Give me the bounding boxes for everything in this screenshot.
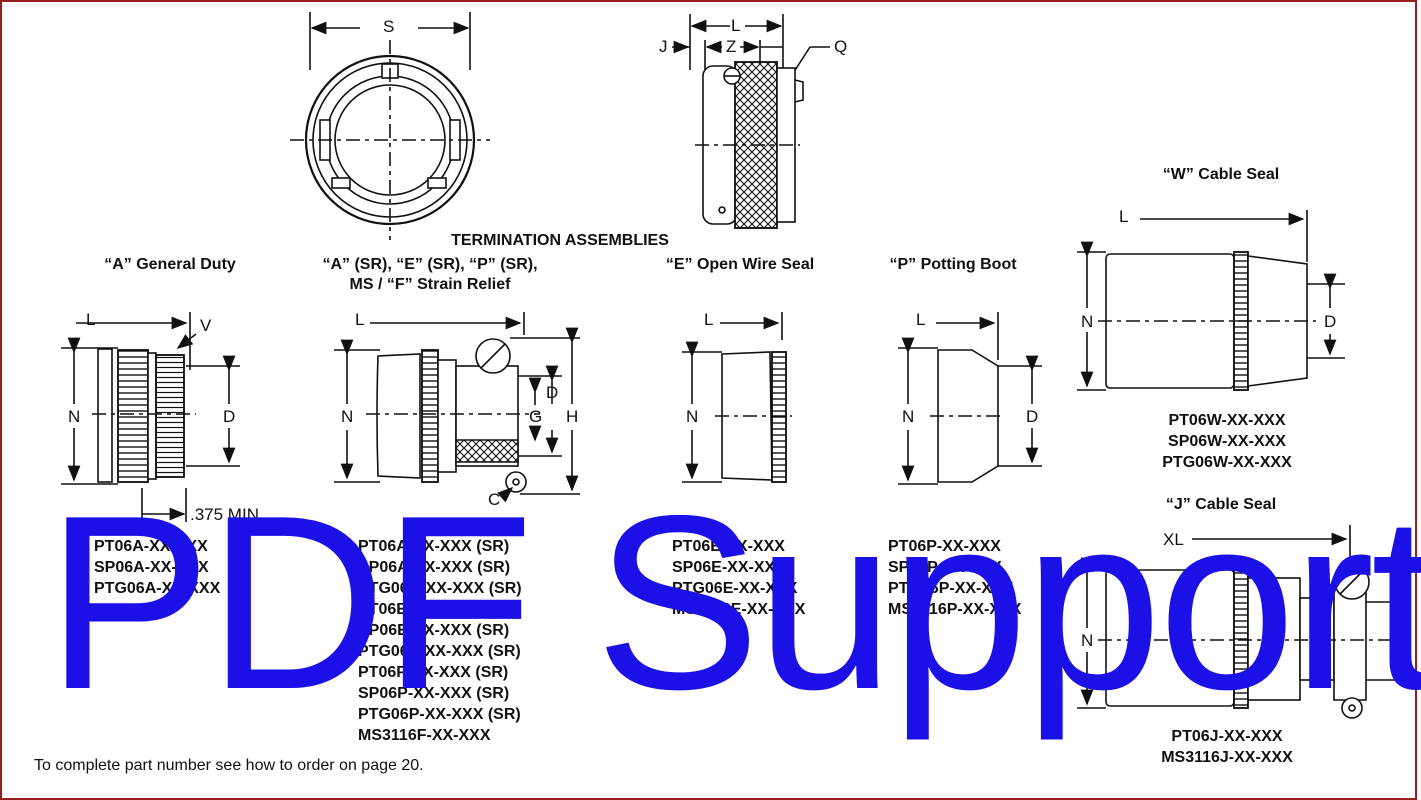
ows-dim-l: L (704, 310, 714, 329)
gd-dim-d: D (223, 407, 236, 426)
part-number: PTG06A-XX-XXX (94, 580, 221, 597)
j-dim-n: N (1081, 631, 1094, 650)
part-number: PTG06W-XX-XXX (1162, 454, 1292, 471)
gd-dim-v: V (200, 316, 212, 335)
general-duty-drawing (61, 312, 240, 522)
part-number: PTG06P-XX-XXX (888, 580, 1014, 597)
strain-relief-part-list: PT06A-XX-XXX (SR) SP06A-XX-XXX (SR) PTG0… (358, 536, 522, 746)
dim-l-label: L (731, 16, 741, 35)
sr-dim-d: D (546, 383, 559, 402)
dim-z-label: Z (726, 37, 737, 56)
connector-drawings (61, 12, 1410, 719)
part-number: PT06A-XX-XXX (94, 538, 208, 555)
part-number: SP06A-XX-XXX (SR) (358, 559, 511, 576)
front-view-drawing (290, 12, 490, 240)
part-number: SP06E-XX-XXX (SR) (358, 622, 510, 639)
w-cable-seal-part-list: PT06W-XX-XXX SP06W-XX-XXX PTG06W-XX-XXX (1152, 410, 1302, 473)
potting-boot-drawing (898, 312, 1042, 485)
part-number: MS3116F-XX-XXX (358, 727, 491, 744)
part-number: SP06E-XX-XXX (672, 559, 786, 576)
sr-dim-l: L (355, 310, 365, 329)
part-number: SP06W-XX-XXX (1168, 433, 1286, 450)
j-cable-seal-part-list: PT06J-XX-XXX MS3116J-XX-XXX (1150, 726, 1304, 768)
w-cable-seal-drawing (1077, 210, 1345, 391)
open-wire-seal-part-list: PT06E-XX-XXX SP06E-XX-XXX PTG06E-XX-XXX … (672, 536, 805, 620)
general-duty-header: “A” General Duty (104, 256, 236, 273)
j-dim-d: D (1394, 631, 1407, 650)
w-cable-seal-header: “W” Cable Seal (1162, 166, 1280, 183)
part-number: PT06A-XX-XXX (SR) (358, 538, 510, 555)
gd-dim-n: N (68, 407, 81, 426)
strain-relief-drawing (334, 312, 580, 503)
gd-dim-min: .375 MIN (190, 505, 259, 524)
part-number: SP06P-XX-XXX (SR) (358, 685, 510, 702)
gd-dim-l: L (86, 310, 96, 329)
part-number: PT06P-XX-XXX (888, 538, 1001, 555)
general-duty-part-list: PT06A-XX-XXX SP06A-XX-XXX PTG06A-XX-XXX (94, 536, 220, 599)
pb-dim-n: N (902, 407, 915, 426)
sr-dim-g: G (529, 407, 543, 426)
j-cable-seal-header: “J” Cable Seal (1165, 496, 1277, 513)
potting-boot-part-list: PT06P-XX-XXX SP06P-XX-XXX PTG06P-XX-XXX … (888, 536, 1021, 620)
part-number: PTG06A-XX-XXX (SR) (358, 580, 522, 597)
sr-dim-c: C (488, 490, 501, 509)
w-dim-d: D (1324, 312, 1337, 331)
part-number: PT06P-XX-XXX (SR) (358, 664, 509, 681)
part-number: PTG06P-XX-XXX (SR) (358, 706, 521, 723)
side-view-drawing (672, 14, 830, 229)
sr-dim-h: H (566, 407, 579, 426)
open-wire-seal-drawing (682, 312, 792, 483)
w-dim-l: L (1119, 207, 1129, 226)
part-number: MS3116P-XX-XXX (888, 601, 1022, 618)
part-number: PT06J-XX-XXX (1171, 728, 1283, 745)
dim-s-label: S (383, 17, 395, 36)
part-number: SP06A-XX-XXX (94, 559, 209, 576)
strain-relief-header-line2: MS / “F” Strain Relief (349, 276, 511, 293)
part-number: MS3116E-XX-XXX (672, 601, 806, 618)
part-number: PTG06E-XX-XXX (672, 580, 798, 597)
j-dim-xl: XL (1163, 530, 1184, 549)
j-cable-seal-drawing (1077, 525, 1410, 719)
strain-relief-header-line1: “A” (SR), “E” (SR), “P” (SR), (322, 256, 538, 273)
dim-q-label: Q (834, 37, 848, 56)
ows-dim-n: N (686, 407, 699, 426)
part-number: MS3116J-XX-XXX (1161, 749, 1293, 766)
section-title: TERMINATION ASSEMBLIES (451, 232, 669, 249)
dim-j-label: J (659, 37, 668, 56)
w-dim-n: N (1081, 312, 1094, 331)
open-wire-seal-header: “E” Open Wire Seal (665, 256, 815, 273)
potting-boot-header: “P” Potting Boot (889, 256, 1017, 273)
part-number: SP06P-XX-XXX (888, 559, 1002, 576)
pb-dim-d: D (1026, 407, 1039, 426)
sr-dim-n: N (341, 407, 354, 426)
part-number: PT06E-XX-XXX (672, 538, 785, 555)
footnote: To complete part number see how to order… (34, 757, 424, 774)
part-number: PT06W-XX-XXX (1168, 412, 1286, 429)
pb-dim-l: L (916, 310, 926, 329)
part-number: PTG06E-XX-XXX (SR) (358, 643, 521, 660)
part-number: PT06E-XX-XXX (SR) (358, 601, 509, 618)
